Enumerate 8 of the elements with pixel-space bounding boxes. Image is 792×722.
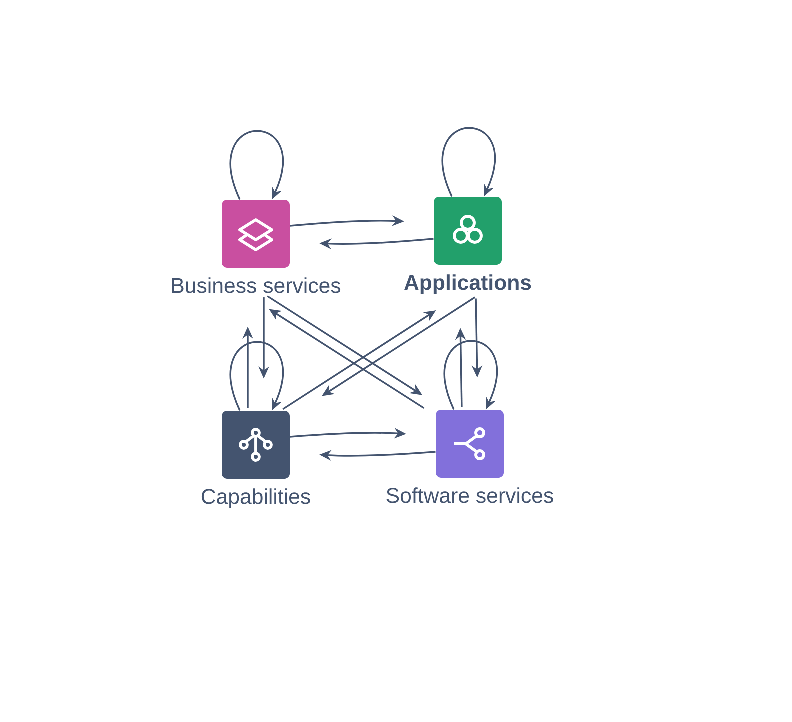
tile-label: Applications [404,274,532,294]
arrow [442,127,496,198]
tile-label: Software services [386,488,554,504]
tile-label: Business services [172,278,341,294]
arrow [444,340,498,410]
arrow [230,341,284,412]
arrow [230,130,284,200]
tile-label: Capabilities [202,488,310,508]
